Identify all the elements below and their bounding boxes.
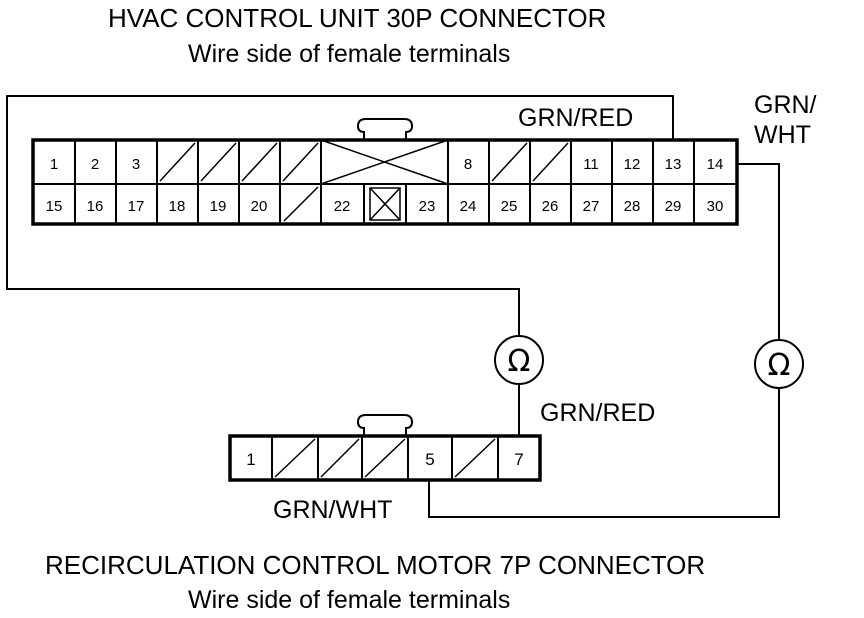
pin-label: 20	[251, 198, 268, 215]
label-bottom-grn-wht: GRN/WHT	[273, 496, 392, 524]
pin-label: 1	[50, 156, 58, 173]
pin-label: 29	[665, 198, 682, 215]
ohm-icon: Ω	[768, 348, 791, 383]
wire-grn-wht-lower	[428, 388, 780, 518]
hvac-30p-connector: 1 2 3 8 11 12 13 14 15 16 17 18 19 20 22…	[31, 118, 739, 226]
top-row1-cells	[74, 139, 695, 185]
top-row2-cells	[74, 184, 695, 224]
bottom-connector-title: RECIRCULATION CONTROL MOTOR 7P CONNECTOR	[45, 550, 705, 580]
pin-label: 12	[624, 156, 641, 173]
top-connector-title: HVAC CONTROL UNIT 30P CONNECTOR	[108, 3, 606, 33]
pin-label: 28	[624, 198, 641, 215]
pin-label: 14	[707, 156, 724, 173]
bottom-connector-subtitle: Wire side of female terminals	[188, 586, 510, 614]
pin-label: 7	[514, 450, 523, 469]
pin-label: 8	[464, 156, 472, 173]
pin-label: 15	[46, 198, 63, 215]
wire-grn-wht-upper	[737, 163, 780, 340]
label-top-grn-wht-line2: WHT	[754, 121, 811, 149]
pin-label: 18	[169, 198, 186, 215]
top-connector-subtitle: Wire side of female terminals	[188, 40, 510, 68]
pin-label: 5	[425, 450, 434, 469]
pin-label: 16	[87, 198, 104, 215]
ohmmeter-right-circle	[754, 339, 804, 389]
ohmmeter-left-circle	[494, 335, 544, 385]
pin-label: 1	[246, 450, 255, 469]
bottom-connector-latch	[356, 414, 414, 436]
pin-label: 26	[542, 198, 559, 215]
recirc-7p-connector: 1 5 7	[228, 414, 542, 482]
pin-label: 19	[210, 198, 227, 215]
top-connector-frame	[31, 138, 739, 226]
wire-grn-red-upper	[6, 95, 674, 336]
pin-label: 24	[460, 198, 477, 215]
pin-label: 23	[419, 198, 436, 215]
label-bottom-grn-red: GRN/RED	[540, 399, 655, 427]
label-top-grn-red: GRN/RED	[518, 104, 633, 132]
pin-label: 30	[707, 198, 724, 215]
ohmmeter-left: Ω	[494, 335, 544, 385]
label-top-grn-wht-line1: GRN/	[754, 91, 817, 119]
wires	[6, 95, 780, 518]
pin-label: 27	[583, 198, 600, 215]
ohmmeter-right: Ω	[754, 339, 804, 389]
pin-label: 3	[132, 156, 140, 173]
pin-label: 17	[128, 198, 145, 215]
top-connector-latch	[356, 118, 414, 140]
pin-label: 11	[583, 156, 599, 173]
bottom-connector-frame	[228, 434, 542, 482]
ohm-icon: Ω	[508, 344, 531, 379]
pin-label: 13	[665, 156, 682, 173]
pin-label: 22	[334, 198, 351, 215]
pin-label: 25	[501, 198, 518, 215]
pin-label: 2	[91, 156, 99, 173]
